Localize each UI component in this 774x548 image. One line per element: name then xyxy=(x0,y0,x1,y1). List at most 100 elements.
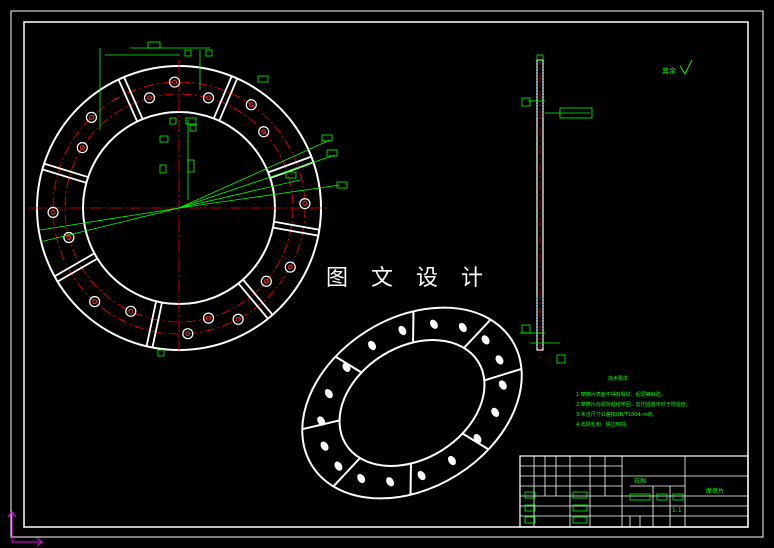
ucs-axis-icon xyxy=(7,511,43,547)
iso-hole-9 xyxy=(334,461,343,471)
tb-scale: 1:1 xyxy=(672,507,682,514)
iso-hole-group xyxy=(317,319,507,487)
radial-groove-3 xyxy=(145,301,157,347)
rivet-hole-center-4 xyxy=(206,315,211,321)
iso-hole-11 xyxy=(317,416,326,426)
rivet-hole-1 xyxy=(284,261,296,273)
dim-label-box-8 xyxy=(285,171,297,179)
rivet-hole-12 xyxy=(143,92,156,104)
radial-groove-4 xyxy=(54,252,95,278)
leader-line-6 xyxy=(39,207,180,243)
dim-label-top xyxy=(536,54,544,61)
rivet-hole-center-7 xyxy=(92,299,98,305)
leader-line-3 xyxy=(178,184,341,209)
rivet-hole-14 xyxy=(202,92,215,104)
rivet-hole-16 xyxy=(258,126,270,138)
note-line-4: 4.去除毛刺、锐边倒钝。 xyxy=(576,422,631,428)
rivet-hole-center-6 xyxy=(128,308,134,314)
radial-groove-2 xyxy=(237,282,269,320)
iso-outer-edge xyxy=(301,306,523,500)
thickness-dim-box xyxy=(559,107,593,119)
dim-label-box-3 xyxy=(205,49,213,57)
rivet-hole-8 xyxy=(63,231,75,244)
iso-inner-edge xyxy=(338,339,486,467)
iso-groove-1 xyxy=(484,367,522,382)
iso-hole-8 xyxy=(357,473,366,484)
tb-material: 石棉 xyxy=(634,478,647,485)
rivet-hole-center-2 xyxy=(263,278,269,284)
radial-groove-8 xyxy=(267,155,312,174)
note-line-2: 2.摩擦片与钢背粘结牢固，剪切强度不低于规定值。 xyxy=(576,402,691,408)
radial-groove-7 xyxy=(218,78,239,122)
rivet-hole-center-12 xyxy=(147,95,152,101)
outer-frame xyxy=(10,10,764,538)
iso-groove-4 xyxy=(332,457,361,488)
rivet-hole-9 xyxy=(47,206,59,218)
iso-hole-10 xyxy=(320,441,329,451)
inner-frame xyxy=(23,21,749,528)
title-block-grid xyxy=(520,456,748,527)
leader-line-2 xyxy=(178,154,336,209)
dim-label-3 xyxy=(521,324,531,334)
rivet-hole-3 xyxy=(232,313,244,325)
iso-hole-3 xyxy=(491,407,500,417)
dim-label-box-5 xyxy=(321,134,333,142)
rivet-hole-4 xyxy=(202,312,215,324)
dim-label-box-4 xyxy=(257,75,269,83)
dim-label-box-14 xyxy=(157,349,165,357)
rivet-hole-7 xyxy=(89,296,101,308)
radial-groove-7 xyxy=(212,75,233,119)
isometric-view xyxy=(301,306,523,500)
iso-hole-18 xyxy=(481,335,490,345)
tb-field-4 xyxy=(572,491,588,499)
tb-field-5 xyxy=(524,491,536,499)
iso-hole-14 xyxy=(368,340,377,351)
title-block xyxy=(519,455,749,528)
roughness-label: 其余 xyxy=(662,66,676,75)
note-line-1: 1.摩擦片表面不得有裂纹、起层等缺陷。 xyxy=(576,392,666,398)
iso-hole-17 xyxy=(458,322,467,333)
radial-groove-6 xyxy=(123,76,144,120)
side-section-view xyxy=(520,54,593,364)
rivet-hole-11 xyxy=(85,111,98,123)
dim-label-box-1 xyxy=(147,41,161,49)
rivet-hole-center-15 xyxy=(248,102,254,108)
radial-groove-5 xyxy=(43,162,89,178)
rivet-hole-10 xyxy=(76,141,88,154)
tb-drawing-name: 摩擦片 xyxy=(706,488,725,495)
radial-groove-2 xyxy=(242,279,274,316)
dim-label-box-10 xyxy=(185,117,197,125)
rivet-hole-center-10 xyxy=(79,145,85,150)
tb-field-6 xyxy=(524,504,536,512)
dim-label-box-2 xyxy=(184,49,192,57)
dim-label-box-12 xyxy=(159,164,167,174)
title-block-border xyxy=(519,455,749,528)
dim-label-2 xyxy=(556,354,566,364)
radial-groove-5 xyxy=(42,168,87,184)
iso-hole-4 xyxy=(473,433,482,444)
rivet-hole-center-14 xyxy=(206,95,211,101)
rivet-hole-15 xyxy=(245,99,257,111)
dim-label-box-11 xyxy=(159,135,169,143)
roughness-check-icon xyxy=(679,59,693,76)
iso-groove-group xyxy=(302,311,522,495)
tb-field-7 xyxy=(524,516,536,524)
front-view-ring xyxy=(30,41,348,357)
leader-line-5 xyxy=(39,207,180,231)
front-view-dimensions xyxy=(39,41,348,357)
dim-label-box-9 xyxy=(169,117,177,125)
iso-hole-12 xyxy=(324,389,333,399)
iso-hole-13 xyxy=(342,362,351,373)
watermark-text: 图 文 设 计 xyxy=(326,266,491,291)
iso-hole-5 xyxy=(447,455,456,466)
rivet-hole-17 xyxy=(299,198,311,210)
iso-hole-2 xyxy=(498,380,507,390)
iso-hole-1 xyxy=(495,355,504,365)
section-hatch-top xyxy=(536,61,544,119)
roughness-symbol: 其余 xyxy=(662,59,693,76)
rivet-hole-center-3 xyxy=(235,316,241,322)
rivet-hole-center-11 xyxy=(89,114,94,120)
dim-label-box-6 xyxy=(326,149,338,157)
rivet-hole-center-13 xyxy=(172,79,178,85)
